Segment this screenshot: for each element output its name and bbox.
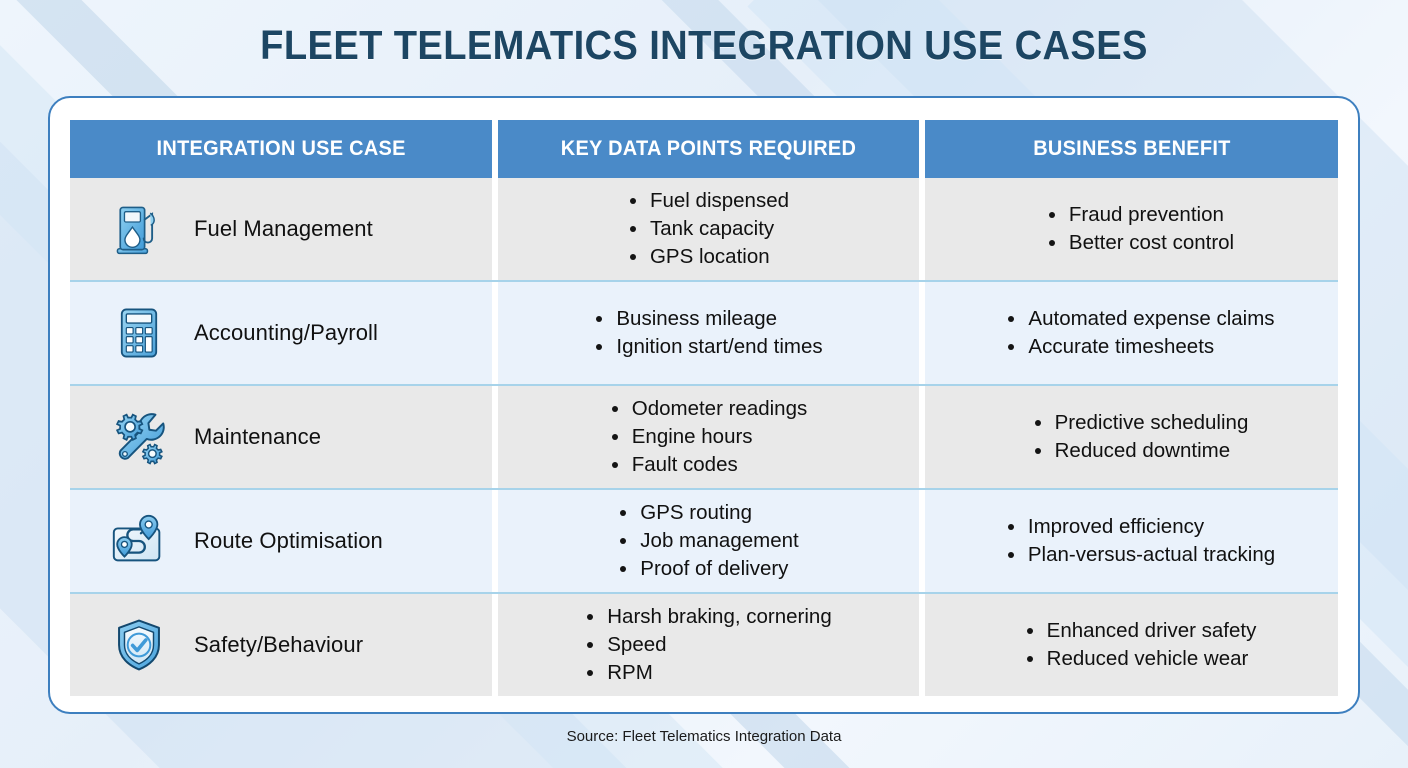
column-header-label: BUSINESS BENEFIT [1032,137,1231,160]
use-case-cell: Maintenance [70,386,492,488]
benefit-cell: Enhanced driver safety Reduced vehicle w… [925,594,1338,696]
list-item: Harsh braking, cornering [585,603,832,631]
benefit-cell: Predictive scheduling Reduced downtime [925,386,1338,488]
list-item: Speed [585,631,831,659]
list-item: Proof of delivery [618,555,798,583]
use-case-label: Maintenance [194,424,322,449]
list-item: Better cost control [1047,229,1234,257]
benefit-list: Enhanced driver safety Reduced vehicle w… [1025,617,1257,673]
benefit-list: Automated expense claims Accurate timesh… [1006,305,1275,361]
data-points-list: Business mileage Ignition start/end time… [594,305,823,361]
column-header-label: KEY DATA POINTS REQUIRED [560,137,857,160]
list-item: Automated expense claims [1006,305,1275,333]
benefit-list: Fraud prevention Better cost control [1047,201,1234,257]
list-item: Fraud prevention [1047,201,1234,229]
list-item: Ignition start/end times [594,333,823,361]
table-row: Accounting/Payroll Business mileage Igni… [70,282,1338,386]
use-case-label: Accounting/Payroll [194,320,379,345]
benefit-list: Predictive scheduling Reduced downtime [1033,409,1249,465]
table-header-row: INTEGRATION USE CASE KEY DATA POINTS REQ… [70,120,1338,178]
fuel-pump-icon [106,196,172,262]
table-card: INTEGRATION USE CASE KEY DATA POINTS REQ… [48,96,1360,714]
use-case-label: Fuel Management [194,216,373,241]
list-item: Enhanced driver safety [1025,617,1256,645]
table-row: Fuel Management Fuel dispensed Tank capa… [70,178,1338,282]
list-item: Tank capacity [628,215,789,243]
use-case-table: INTEGRATION USE CASE KEY DATA POINTS REQ… [70,120,1338,696]
table-row: Safety/Behaviour Harsh braking, cornerin… [70,594,1338,696]
use-case-label: Safety/Behaviour [194,632,364,657]
data-points-cell: Fuel dispensed Tank capacity GPS locatio… [498,178,919,280]
list-item: Reduced vehicle wear [1025,645,1257,673]
use-case-cell: Route Optimisation [70,490,492,592]
shield-check-icon [106,612,172,678]
benefit-cell: Automated expense claims Accurate timesh… [925,282,1338,384]
data-points-cell: Business mileage Ignition start/end time… [498,282,919,384]
list-item: Odometer readings [610,395,807,423]
list-item: Fault codes [610,451,807,479]
list-item: Job management [618,527,799,555]
list-item: GPS routing [618,499,798,527]
use-case-cell: Fuel Management [70,178,492,280]
list-item: Fuel dispensed [628,187,789,215]
page-title: FLEET TELEMATICS INTEGRATION USE CASES [260,22,1148,68]
use-case-cell: Safety/Behaviour [70,594,492,696]
column-header-data-points: KEY DATA POINTS REQUIRED [498,120,919,178]
list-item: Plan-versus-actual tracking [1006,541,1275,569]
list-item: Reduced downtime [1033,437,1249,465]
column-header-benefit: BUSINESS BENEFIT [925,120,1338,178]
use-case-label: Route Optimisation [194,528,383,553]
data-points-cell: Harsh braking, cornering Speed RPM [498,594,919,696]
use-case-cell: Accounting/Payroll [70,282,492,384]
data-points-list: Fuel dispensed Tank capacity GPS locatio… [628,187,789,271]
table-row: Maintenance Odometer readings Engine hou… [70,386,1338,490]
column-header-use-case: INTEGRATION USE CASE [70,120,492,178]
list-item: Accurate timesheets [1006,333,1274,361]
data-points-cell: Odometer readings Engine hours Fault cod… [498,386,919,488]
source-caption: Source: Fleet Telematics Integration Dat… [566,728,842,745]
data-points-list: Harsh braking, cornering Speed RPM [585,603,832,687]
table-row: Route Optimisation GPS routing Job manag… [70,490,1338,594]
list-item: Engine hours [610,423,807,451]
benefit-list: Improved efficiency Plan-versus-actual t… [1006,513,1275,569]
list-item: GPS location [628,243,789,271]
data-points-list: Odometer readings Engine hours Fault cod… [610,395,807,479]
route-map-pin-icon [106,508,172,574]
data-points-list: GPS routing Job management Proof of deli… [618,499,799,583]
list-item: Business mileage [594,305,822,333]
list-item: RPM [585,659,831,687]
data-points-cell: GPS routing Job management Proof of deli… [498,490,919,592]
wrench-gears-icon [106,404,172,470]
list-item: Improved efficiency [1006,513,1275,541]
benefit-cell: Fraud prevention Better cost control [925,178,1338,280]
calculator-icon [106,300,172,366]
column-header-label: INTEGRATION USE CASE [156,137,406,160]
list-item: Predictive scheduling [1033,409,1248,437]
benefit-cell: Improved efficiency Plan-versus-actual t… [925,490,1338,592]
